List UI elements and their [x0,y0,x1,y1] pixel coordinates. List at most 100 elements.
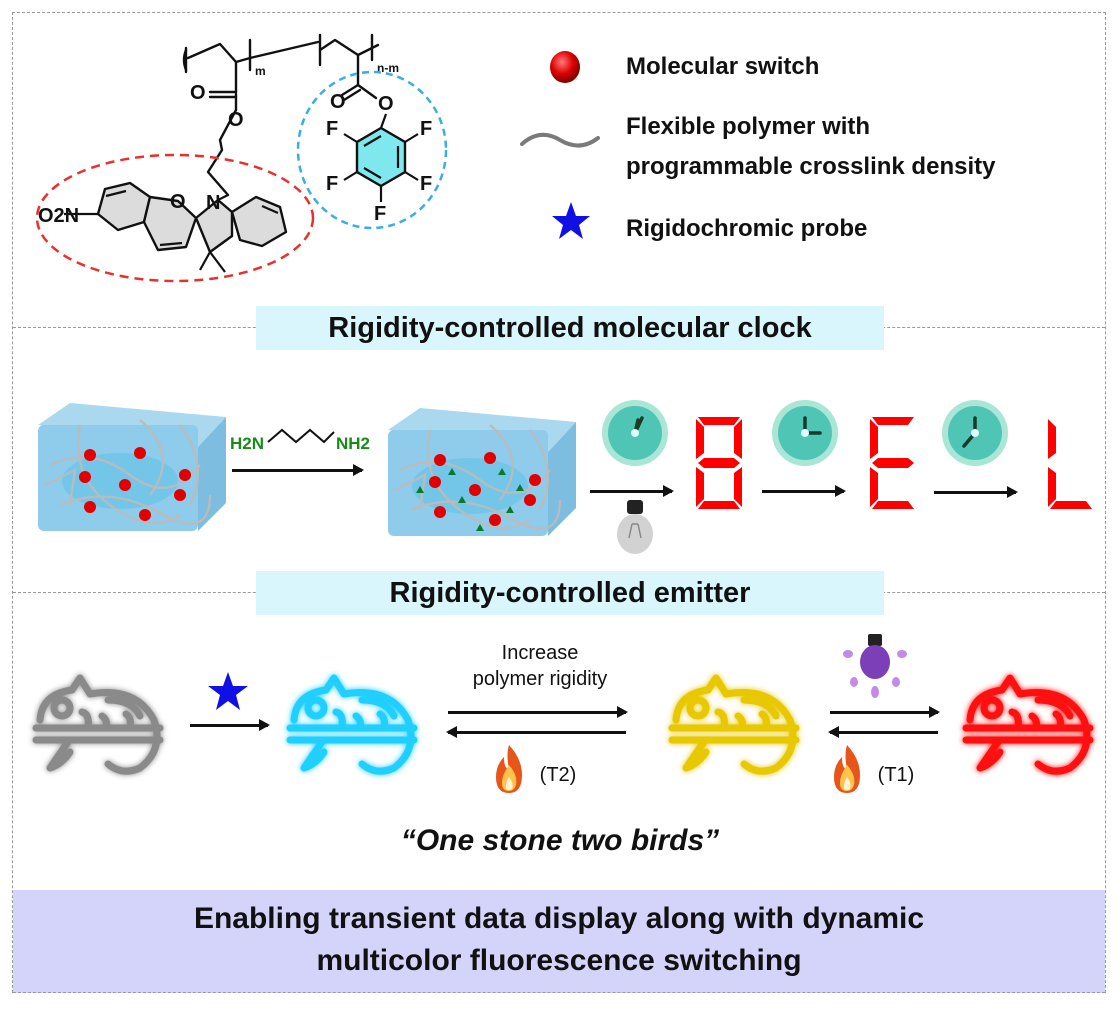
molecular-switch-dot [179,469,191,481]
molecular-switch-dot [79,471,91,483]
amine-right: NH2 [336,434,371,453]
legend-label-polymer-line2: programmable crosslink density [626,153,996,180]
chameleon-cyan-icon [286,674,418,775]
display-segment [1050,501,1092,509]
heat-label-t2: (T2) [539,764,577,786]
svg-text:O: O [190,82,206,104]
emitter-section-title: Rigidity-controlled emitter [256,571,884,615]
reaction-arrow [590,485,674,496]
molecular-switch-dot [484,452,496,464]
crosslinked-hydrogel-block [388,408,576,536]
crosslink-marker [498,468,506,475]
flame-icon [834,745,860,793]
display-letter-E [870,417,914,509]
nitro-group: O2N [38,205,79,227]
summary-line-1: Enabling transient data display along wi… [193,902,925,935]
amine-left: H2N [230,434,265,453]
molecular-switch-dot [84,501,96,513]
blue-star-icon [552,202,590,239]
display-segment [698,458,740,468]
hydrogel-block [38,403,226,531]
display-segment [734,419,742,459]
purple-bulb-icon [843,634,907,698]
clock-icon [772,400,838,466]
fluorine-label: F [420,118,432,140]
display-letter-B [696,417,742,509]
svg-text:F: F [326,173,338,195]
molecular-switch-dot [139,509,151,521]
summary-banner: Enabling transient data display along wi… [13,890,1105,993]
svg-text:O: O [378,93,394,115]
chameleon-red-icon [962,674,1094,775]
display-segment [696,419,704,459]
reverse-arrow [446,726,626,737]
chameleon-yellow-icon [668,674,800,775]
molecular-switch-dot [429,476,441,488]
reaction-arrow [762,485,846,496]
benzopyran-ring [96,181,152,232]
crosslink-marker [506,506,514,513]
display-segment [872,417,914,425]
wavy-line-icon [520,132,600,148]
ester-oxygen: O [228,109,244,131]
reaction-arrow [934,486,1018,497]
indoline-nitrogen: N [206,192,220,214]
display-letter-L [1048,419,1092,509]
crosslink-marker [448,468,456,475]
clock-section-title: Rigidity-controlled molecular clock [256,306,884,350]
molecular-switch-dot [84,449,96,461]
summary-line-2: multicolor fluorescence switching [316,944,802,977]
diamine-reagent: H2N NH2 [230,424,372,464]
display-segment [698,501,740,509]
flame-icon [496,745,522,793]
forward-arrow [448,706,628,717]
svg-text:O: O [330,91,346,113]
svg-text:F: F [420,173,432,195]
red-sphere-icon [550,51,580,83]
heat-label-t1: (T1) [877,764,915,786]
light-bulb-off-icon [617,500,653,554]
crosslink-marker [416,486,424,493]
svg-text:F: F [374,203,386,225]
tagline-quote: “One stone two birds” [400,824,720,857]
legend-label-polymer-line1: Flexible polymer with [626,113,871,140]
forward-label-line2: polymer rigidity [472,668,608,690]
clock-icon [602,400,668,466]
legend-label-molecular-switch: Molecular switch [626,53,820,80]
molecular-switch-dot [434,506,446,518]
display-segment [870,467,878,507]
pyran-oxygen: O [170,191,186,213]
legend-label-rigidochromic-probe: Rigidochromic probe [626,215,868,242]
polymer-structure: m n-m O O O O F F F F F [35,33,448,283]
molecular-switch-dot [434,454,446,466]
pfp-highlight-ellipse [296,70,448,230]
crosslink-marker [458,496,466,503]
molecular-switch-dot [529,474,541,486]
clock-icon [942,400,1008,466]
chameleon-gray-icon [32,674,164,775]
crosslink-marker [516,484,524,491]
molecular-switch-dot [119,479,131,491]
repeat-unit-m: m [255,64,266,78]
molecular-switch-dot [469,484,481,496]
thermal-reverse-arrow [828,726,938,737]
display-segment [734,467,742,507]
crosslink-marker [476,524,484,531]
molecular-switch-dot [524,494,536,506]
photo-forward-arrow [830,706,940,717]
display-segment [696,467,704,507]
blue-star-icon [208,672,248,710]
display-segment [1048,419,1056,459]
molecular-switch-dot [134,447,146,459]
display-segment [872,458,914,468]
display-segment [870,419,878,459]
display-segment [872,501,914,509]
forward-label-line1: Increase [501,642,579,664]
switch-highlight-ellipse [35,153,315,283]
legend: Molecular switch Flexible polymer with p… [520,40,1100,260]
reaction-arrow [232,464,364,475]
molecular-switch-dot [174,489,186,501]
svg-text:F: F [326,118,338,140]
probe-addition-arrow [190,719,270,730]
display-segment [1048,467,1056,507]
